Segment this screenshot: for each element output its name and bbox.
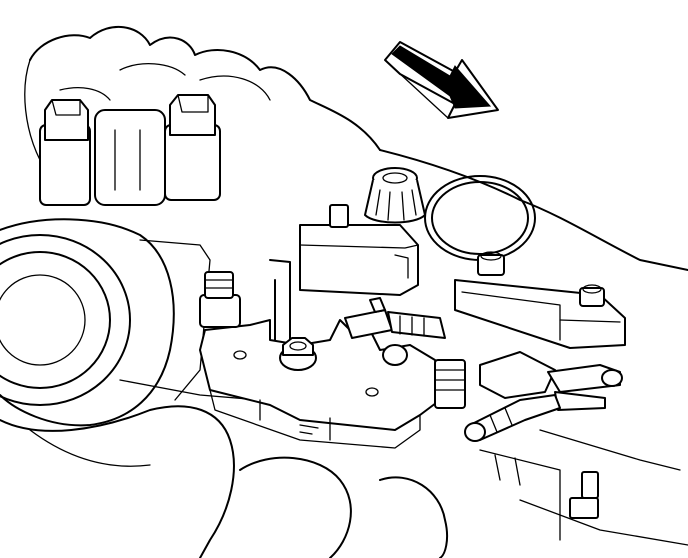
direction-arrow-icon <box>384 41 499 119</box>
lower-right-fitting <box>479 429 688 546</box>
bracket-nut <box>279 337 317 371</box>
stud-bolt-right <box>434 359 466 409</box>
o-ring-seal <box>424 175 536 261</box>
cover-bolt-right <box>164 94 221 201</box>
stud-bolt-left <box>199 271 241 328</box>
engine-block-outline <box>24 25 688 271</box>
cover-bolt-left <box>39 99 91 206</box>
fuel-rail-bar <box>454 251 626 349</box>
electrical-connector <box>299 204 419 296</box>
lower-housing <box>0 379 449 558</box>
pulley-housing <box>0 218 211 427</box>
mounting-bracket <box>199 259 441 449</box>
sensor-connector-right <box>464 351 623 442</box>
hose-fitting-center <box>344 297 446 366</box>
cover-bolt-middle <box>94 109 166 206</box>
rubber-boot-cone <box>364 167 426 224</box>
